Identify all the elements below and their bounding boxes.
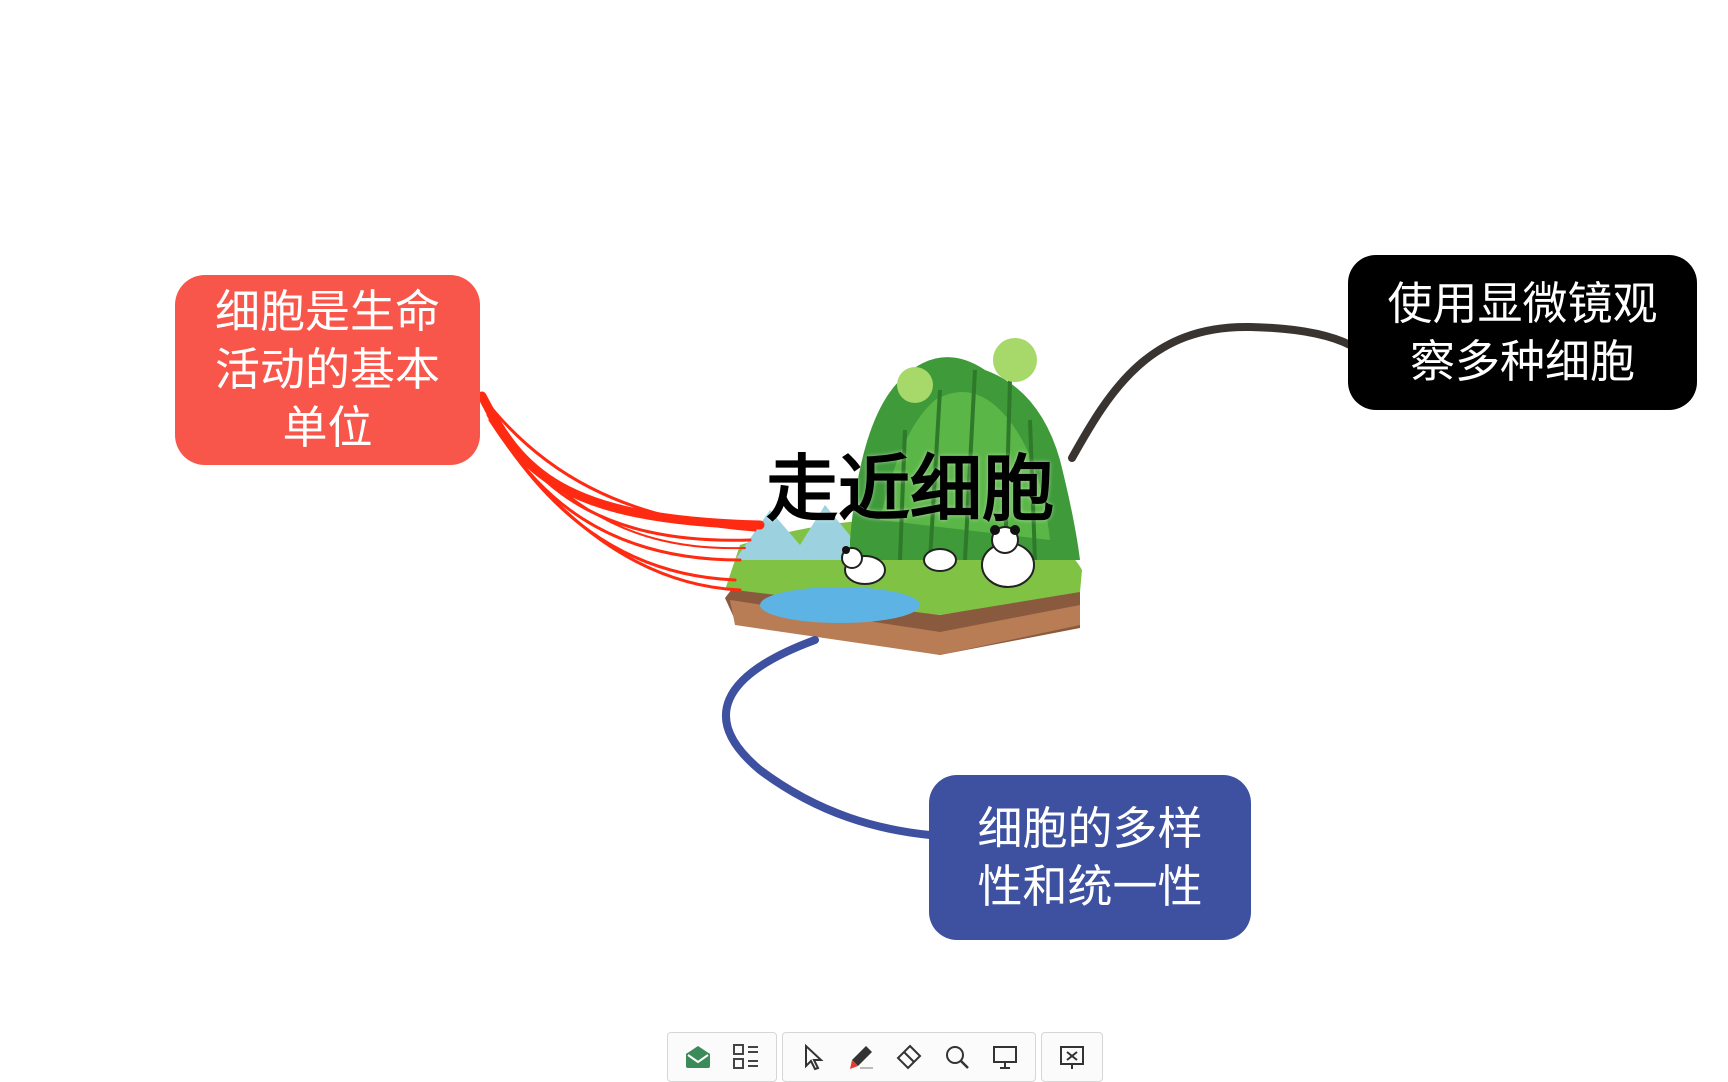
magnifier-icon[interactable] bbox=[935, 1035, 979, 1079]
panda-figure bbox=[841, 525, 1035, 588]
envelope-icon[interactable] bbox=[676, 1035, 720, 1079]
exit-presentation-icon[interactable] bbox=[1050, 1035, 1094, 1079]
toolbar-group-nav bbox=[667, 1032, 777, 1082]
toolbar-group-exit bbox=[1041, 1032, 1103, 1082]
eraser-icon[interactable] bbox=[887, 1035, 931, 1079]
toolbar-group-tools bbox=[782, 1032, 1036, 1082]
grid-icon[interactable] bbox=[724, 1035, 768, 1079]
branch-node-diversity-unity[interactable]: 细胞的多样 性和统一性 bbox=[929, 775, 1251, 940]
presentation-icon[interactable] bbox=[983, 1035, 1027, 1079]
connector-bottom bbox=[722, 636, 934, 839]
central-topic-title[interactable]: 走近细胞 bbox=[765, 447, 1054, 531]
pointer-icon[interactable] bbox=[791, 1035, 835, 1079]
connector-left bbox=[477, 391, 765, 592]
branch-node-basic-unit[interactable]: 细胞是生命 活动的基本 单位 bbox=[175, 275, 480, 465]
pen-icon[interactable] bbox=[839, 1035, 883, 1079]
branch-node-microscope[interactable]: 使用显微镜观 察多种细胞 bbox=[1348, 255, 1697, 410]
connector-right bbox=[1068, 322, 1354, 462]
presentation-toolbar bbox=[667, 1032, 1103, 1082]
central-illustration bbox=[725, 338, 1082, 655]
